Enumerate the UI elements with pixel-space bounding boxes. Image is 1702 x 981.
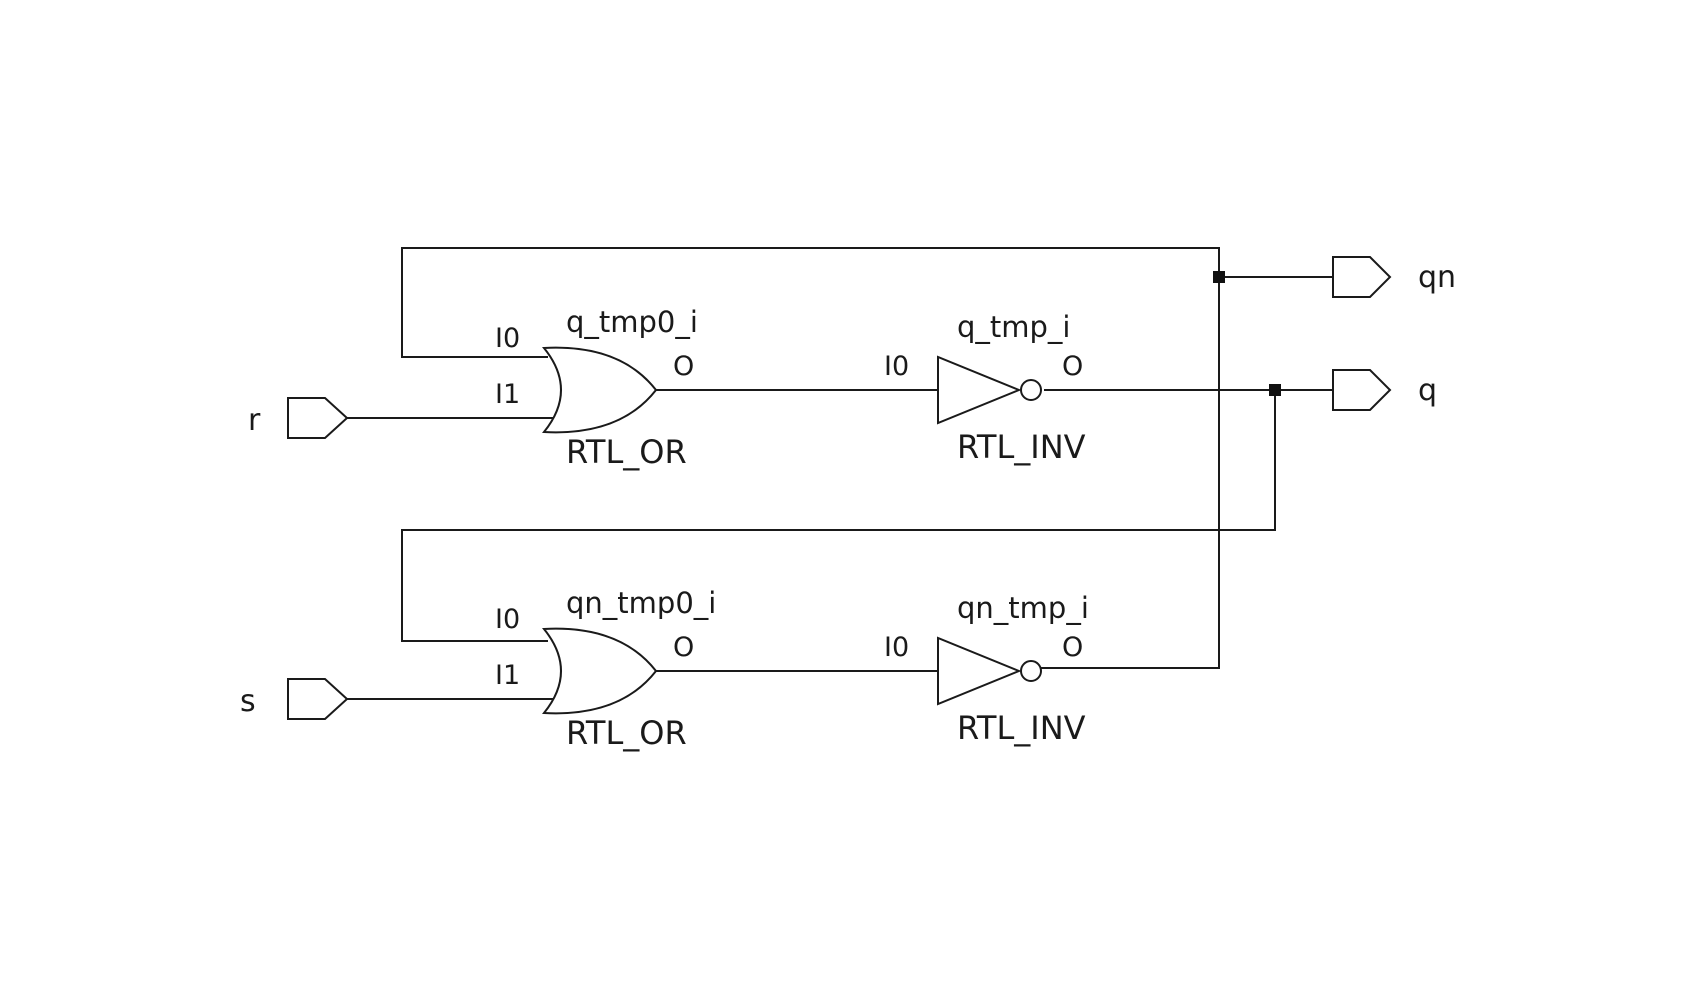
pin-label-i0: I0 <box>884 351 909 382</box>
cell-type: RTL_OR <box>566 433 687 471</box>
junction-dot <box>1269 384 1281 396</box>
instance-name: qn_tmp_i <box>957 591 1089 625</box>
pin-label-i1: I1 <box>495 660 520 691</box>
pin-label-i0: I0 <box>495 323 520 354</box>
pin-label-i1: I1 <box>495 379 520 410</box>
or-gate-q-tmp0[interactable]: I0 I1 O q_tmp0_i RTL_OR <box>495 305 698 471</box>
pin-label-o: O <box>673 351 694 382</box>
inverter-symbol <box>937 355 1022 425</box>
net-q-feedback[interactable] <box>401 390 1276 642</box>
or-gate-qn-tmp0[interactable]: I0 I1 O qn_tmp0_i RTL_OR <box>495 586 716 752</box>
or-gate-symbol <box>541 627 658 715</box>
inverter-bubble <box>1020 660 1042 682</box>
pin-label-o: O <box>1062 632 1083 663</box>
junction-dot <box>1213 271 1225 283</box>
pin-label-i0: I0 <box>495 604 520 635</box>
instance-name: q_tmp_i <box>957 310 1071 344</box>
pin-label-o: O <box>673 632 694 663</box>
cell-type: RTL_OR <box>566 714 687 752</box>
pin-label-o: O <box>1062 351 1083 382</box>
inverter-q-tmp[interactable]: I0 O q_tmp_i RTL_INV <box>884 310 1086 466</box>
cell-type: RTL_INV <box>957 428 1086 466</box>
output-port-qn[interactable]: qn <box>1332 256 1456 298</box>
net-qn-feedback[interactable] <box>401 247 1220 669</box>
cell-type: RTL_INV <box>957 709 1086 747</box>
inverter-bubble <box>1020 379 1042 401</box>
or-gate-symbol <box>541 346 658 434</box>
pin-label-i0: I0 <box>884 632 909 663</box>
instance-name: q_tmp0_i <box>566 305 698 339</box>
port-label-s: s <box>240 684 256 719</box>
inverter-symbol <box>937 636 1022 706</box>
input-port-s[interactable]: s <box>240 678 349 720</box>
port-label-qn: qn <box>1418 260 1456 295</box>
inverter-qn-tmp[interactable]: I0 O qn_tmp_i RTL_INV <box>884 591 1089 747</box>
port-label-r: r <box>248 403 261 438</box>
port-label-q: q <box>1418 373 1437 408</box>
input-port-r[interactable]: r <box>248 397 349 439</box>
instance-name: qn_tmp0_i <box>566 586 716 620</box>
output-port-q[interactable]: q <box>1332 369 1437 411</box>
